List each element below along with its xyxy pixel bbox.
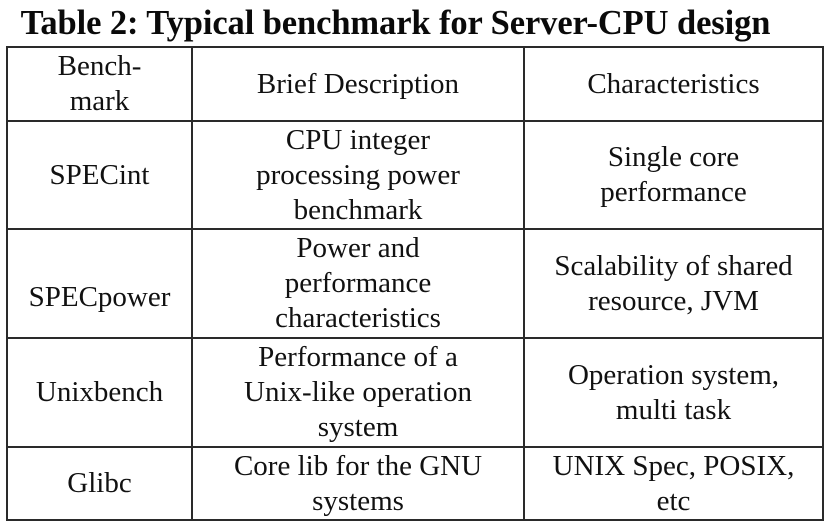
cell-benchmark: SPECint — [6, 120, 193, 230]
header-brief-description: Brief Description — [191, 46, 525, 122]
table-row: SPECpower Power and performance characte… — [6, 228, 824, 339]
table-caption: Table 2: Typical benchmark for Server-CP… — [20, 4, 771, 42]
cell-benchmark: Glibc — [6, 446, 193, 521]
cell-description: Core lib for the GNU systems — [191, 446, 525, 521]
cell-characteristics: Operation system, multi task — [523, 337, 824, 448]
benchmark-table: Bench- mark Brief Description Characteri… — [6, 46, 824, 521]
table-header-row: Bench- mark Brief Description Characteri… — [6, 46, 824, 122]
header-characteristics: Characteristics — [523, 46, 824, 122]
cell-description: Power and performance characteristics — [191, 228, 525, 339]
table-row: Glibc Core lib for the GNU systems UNIX … — [6, 446, 824, 521]
header-benchmark: Bench- mark — [6, 46, 193, 122]
cell-benchmark: SPECpower — [6, 228, 193, 339]
cell-benchmark: Unixbench — [6, 337, 193, 448]
cell-characteristics: UNIX Spec, POSIX, etc — [523, 446, 824, 521]
table-row: Unixbench Performance of a Unix-like ope… — [6, 337, 824, 448]
cell-characteristics: Single core performance — [523, 120, 824, 230]
cell-description: Performance of a Unix-like operation sys… — [191, 337, 525, 448]
table-row: SPECint CPU integer processing power ben… — [6, 120, 824, 230]
cell-characteristics: Scalability of shared resource, JVM — [523, 228, 824, 339]
cell-description: CPU integer processing power benchmark — [191, 120, 525, 230]
